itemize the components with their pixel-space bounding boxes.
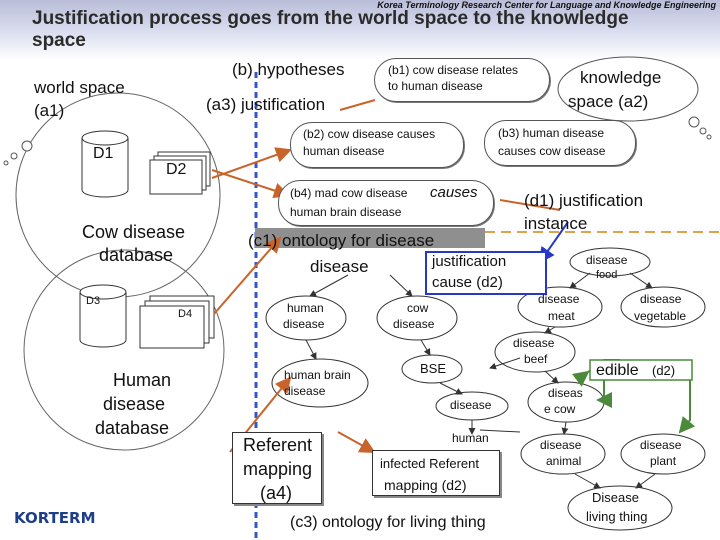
node-r-disease-living (567, 485, 673, 531)
node-r-disease-beef (494, 331, 576, 373)
org-name: Korea Terminology Research Center for La… (377, 0, 716, 10)
r-dl-1: Disease (592, 490, 639, 505)
b4-line-1: (b4) mad cow disease (290, 186, 408, 200)
r-dv-1: disease (640, 292, 682, 306)
node-cow-disease-2: disease (393, 317, 435, 331)
r-dm-1: disease (538, 292, 580, 306)
node-hbd-1: human brain (284, 368, 351, 382)
korterm-logo: KORTERM (14, 509, 96, 527)
r-db-1: disease (513, 336, 555, 350)
bubble-dot (699, 127, 707, 135)
cow-db-label-2: database (99, 245, 174, 265)
node-human-disease-1: human (287, 301, 324, 315)
bubble-dot (3, 160, 9, 166)
edible-d2: (d2) (652, 363, 676, 378)
infected-1: infected Referent (380, 456, 480, 471)
node-cow-disease (376, 295, 458, 341)
ontology-edges (305, 272, 656, 489)
referent-2: mapping (243, 459, 313, 479)
cylinder-d3 (79, 284, 127, 348)
b1-line-2: to human disease (388, 79, 483, 93)
node-r-disease-vegetable (620, 286, 706, 328)
d1-label: D1 (93, 145, 114, 162)
ontology-root-disease: disease (310, 257, 369, 276)
header-band (0, 0, 720, 60)
b4-cloud (278, 180, 494, 226)
world-space-a1: (a1) (34, 101, 65, 120)
r-dp-1: disease (640, 438, 682, 452)
pages-d2 (149, 151, 211, 195)
knowledge-cloud (557, 56, 699, 122)
knowledge-label-1: knowledge (580, 68, 662, 87)
node-r-disease-meat (517, 286, 603, 328)
infected-2: mapping (d2) (384, 477, 467, 493)
pages-d4 (139, 295, 215, 349)
node-r-disease (569, 247, 651, 277)
justification-a3: (a3) justification (206, 95, 326, 114)
edible-box (589, 359, 693, 381)
node-human-brain-disease (271, 358, 369, 408)
r-dc-2: e cow (544, 402, 576, 416)
r-da-1: disease (540, 438, 582, 452)
knowledge-label-2: space (a2) (568, 92, 649, 111)
node-cow-disease-1: cow (407, 301, 429, 315)
bubble-dot (21, 140, 33, 152)
node-bse (401, 354, 463, 384)
justification-cause-2: cause (d2) (432, 274, 503, 291)
infected-mapping-box (372, 450, 500, 496)
edible-label: edible (596, 362, 639, 379)
b2-line-1: (b2) cow disease causes (303, 127, 436, 141)
human-low-label: human (452, 431, 489, 445)
bubble-dot (706, 134, 712, 140)
r-dv-2: vegetable (634, 309, 687, 323)
d1-justification-2: instance (524, 214, 588, 233)
referent-1: Referent (243, 435, 313, 455)
human-db-label-3: database (95, 418, 170, 438)
world-circle-human (23, 249, 225, 451)
node-hbd-2: disease (284, 384, 326, 398)
r-food-label: food (596, 269, 618, 281)
b3-line-1: (b3) human disease (498, 126, 605, 140)
d3-label: D3 (86, 295, 101, 307)
human-db-label-1: Human (113, 370, 172, 390)
referent-mapping-box (232, 432, 322, 504)
r-db-2: beef (524, 352, 548, 366)
slide-title: Justification process goes from the worl… (32, 8, 629, 51)
world-space-label: world space (34, 78, 125, 97)
r-dp-2: plant (650, 454, 677, 468)
r-dm-2: meat (548, 309, 575, 323)
justification-cause-box (425, 251, 547, 295)
node-r-disease-plant (620, 433, 706, 475)
r-dc-1: diseas (548, 386, 583, 400)
bubble-dot (688, 116, 700, 128)
r-dl-2: living thing (586, 509, 648, 524)
b1-line-1: (b1) cow disease relates (388, 63, 519, 77)
cow-db-label-1: Cow disease (82, 222, 186, 242)
bubble-dot (10, 152, 18, 160)
cylinder-d1 (81, 130, 129, 198)
node-disease-low-label: disease (450, 398, 492, 412)
b4-line-2: human brain disease (290, 205, 402, 219)
node-bse-label: BSE (420, 361, 447, 376)
human-db-label-2: disease (103, 394, 166, 414)
ontology-living-title: (c3) ontology for living thing (290, 514, 486, 531)
b3-line-2: causes cow disease (498, 144, 606, 158)
hypotheses-label: (b) hypotheses (232, 60, 345, 79)
r-disease-label: disease (586, 253, 628, 267)
b2-cloud (290, 122, 464, 168)
d2-label: D2 (166, 161, 187, 178)
b4-causes: causes (430, 184, 478, 201)
b1-cloud (374, 58, 550, 102)
r-da-2: animal (546, 454, 582, 468)
justification-cause-1: justification (432, 253, 507, 270)
d1-justification-1: (d1) justification (524, 191, 644, 210)
b2-line-2: human disease (303, 144, 385, 158)
ontology-band (255, 228, 485, 248)
node-human-disease-2: disease (283, 317, 325, 331)
b3-cloud (484, 120, 636, 166)
d4-label: D4 (178, 308, 193, 320)
referent-3: (a4) (260, 483, 293, 503)
ontology-disease-title: (c1) ontology for disease (248, 231, 435, 250)
